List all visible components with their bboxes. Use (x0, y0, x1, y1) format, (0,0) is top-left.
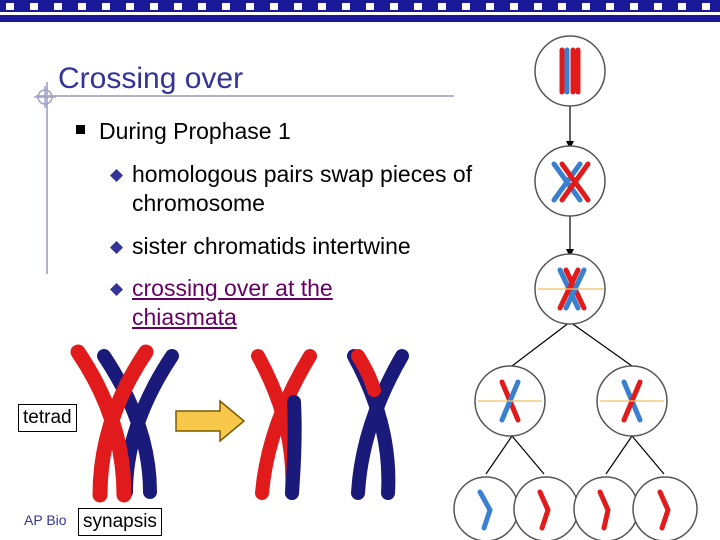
main-bullet: During Prophase 1 (76, 118, 291, 145)
top-decorative-bar (0, 0, 720, 22)
crosshair-icon (34, 86, 56, 108)
title-underline (36, 95, 454, 97)
sub-bullet-2-text: sister chromatids intertwine (132, 233, 411, 259)
sub-bullet-2: sister chromatids intertwine (110, 232, 510, 261)
footer-text: AP Bio (24, 512, 67, 528)
main-bullet-text: During Prophase 1 (99, 118, 291, 144)
square-bullet-icon (76, 125, 85, 135)
slide-title: Crossing over (58, 62, 244, 95)
synapsis-label: synapsis (78, 508, 162, 536)
sub-bullet-1-text: homologous pairs swap pieces of chromoso… (132, 161, 473, 216)
sub-bullet-3: crossing over at the chiasmata (110, 274, 430, 332)
arrow-right-icon (175, 399, 246, 443)
diamond-bullet-icon (110, 169, 123, 182)
sub-bullet-3-link[interactable]: crossing over at the chiasmata (132, 275, 333, 330)
tetrad-label: tetrad (18, 404, 77, 432)
diamond-bullet-icon (110, 241, 123, 254)
sub-bullet-1: homologous pairs swap pieces of chromoso… (110, 160, 490, 218)
diamond-bullet-icon (110, 283, 123, 296)
left-vertical-rule (46, 82, 48, 274)
